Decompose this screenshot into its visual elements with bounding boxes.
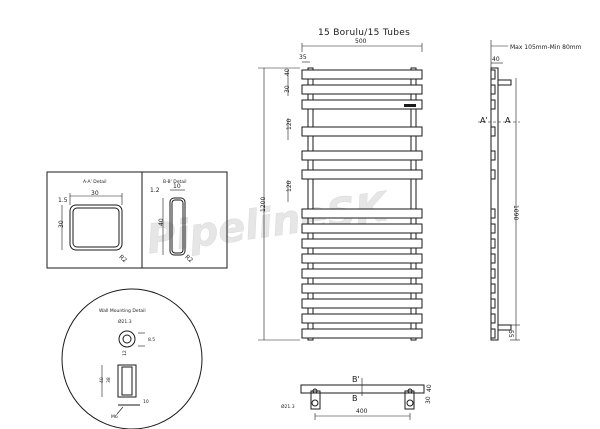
bb-width-dim: 10 [173,183,181,190]
front-tube [301,69,423,80]
side-tube-stub [490,84,496,95]
top-tube-h-dim: 30 [284,85,291,93]
section-b-prime: B' [352,375,360,384]
wall-mount-title: Wall Mounting Detail [99,308,146,314]
front-tube [301,253,423,264]
mount-dia-dim: Ø21.3 [118,318,132,325]
brand-badge [404,104,416,107]
mount-outer-ring [118,330,136,348]
bottom-center-width-dim: 400 [356,408,368,415]
mount-inner-ring [122,334,132,344]
side-view: Max 105mm-Min 80mm 40 A' A 1090 55 [478,40,582,341]
detail-aa-title: A-A' Detail [83,179,107,185]
top-gap-dim: 40 [284,68,291,76]
aa-wall-dim: 1.5 [58,197,68,204]
front-height-dim: 1200 [260,197,267,212]
front-tube [301,169,423,180]
bb-wall-dim: 1.2 [150,187,160,194]
section-a: A [505,116,511,125]
bb-profile-inner [171,199,184,254]
side-tube-stub [490,328,496,339]
side-tube-stub [490,69,496,80]
bb-profile-outer [169,197,186,256]
front-tube [301,283,423,294]
bb-radius-dim: R2 [183,254,194,265]
front-width-dim: 500 [355,38,367,45]
mount-inner-dim: 12 [122,350,128,356]
side-tube-stub [490,169,496,180]
mount-bracket-body [117,364,137,398]
mount-offset-dim: 10 [143,399,149,405]
front-tube [301,84,423,95]
bottom-pipe-h-dim: 40 [426,384,433,392]
bottom-tube-dia: Ø21.3 [281,403,295,410]
wall-mount-circle [61,288,203,429]
left-rail [307,67,314,341]
front-tube [301,126,423,137]
aa-width-dim: 30 [91,190,99,197]
front-tube [301,150,423,161]
side-tube-stub [490,208,496,219]
bracket-left-icon [311,399,319,407]
front-view: 15 Borulu/15 Tubes 500 35 1200 30 40 120… [258,28,423,341]
section-b: B [352,394,358,403]
front-tube [301,313,423,324]
side-center-height-dim: 1090 [512,205,519,220]
side-offset-dim: 35 [299,54,307,61]
side-tube-stub [490,313,496,324]
side-tube-stubs [490,69,496,339]
aa-radius-dim: R2 [117,254,128,265]
side-tube-stub [490,99,496,110]
bottom-view: B' B Ø21.3 400 30 40 [281,375,433,420]
section-details: A-A' Detail 30 1.5 30 R2 B-B' Detail 10 … [46,171,228,269]
bottom-bracket-dim: 30 [425,396,432,404]
section-a-prime: A' [480,116,488,125]
depth-note: Max 105mm-Min 80mm [510,44,582,51]
front-tube [301,268,423,279]
side-tube-stub [490,126,496,137]
side-tube-stub [490,253,496,264]
front-tube [301,328,423,339]
spacing-a-dim: 120 [286,118,293,130]
side-tube-stub [490,283,496,294]
mount-depth-dim: 8.5 [148,337,155,343]
front-tube [301,298,423,309]
mount-h1-dim: 40 [99,377,105,383]
aa-profile-outer [69,204,123,251]
spacing-b-dim: 120 [286,180,293,192]
aa-profile-inner [72,207,120,248]
side-rail [490,67,499,341]
wall-bracket-top [497,79,512,86]
front-tube [301,223,423,234]
front-tube [301,99,423,110]
right-rail [410,67,417,341]
side-tube-stub [490,238,496,249]
drawing-title: 15 Borulu/15 Tubes [318,28,410,38]
side-tube-stub [490,223,496,234]
wall-mounting-detail: Wall Mounting Detail Ø21.3 8.5 12 40 38 … [61,288,203,429]
front-tube [301,208,423,219]
side-tube-stub [490,150,496,161]
front-tubes [301,69,423,339]
side-bottom-dim: 55 [507,330,514,338]
side-tube-stub [490,298,496,309]
wall-bracket-bottom [497,324,512,331]
detail-bb-title: B-B' Detail [163,179,187,185]
bottom-tube [300,384,425,394]
mount-screw-dim: M6 [111,414,118,420]
side-tube-stub [490,268,496,279]
bb-height-dim: 40 [158,218,165,226]
side-depth-dim: 40 [492,56,500,63]
mount-h2-dim: 38 [106,377,112,383]
front-tube [301,238,423,249]
bracket-right-icon [406,399,414,407]
details-frame [46,171,228,269]
aa-height-dim: 30 [58,220,65,228]
